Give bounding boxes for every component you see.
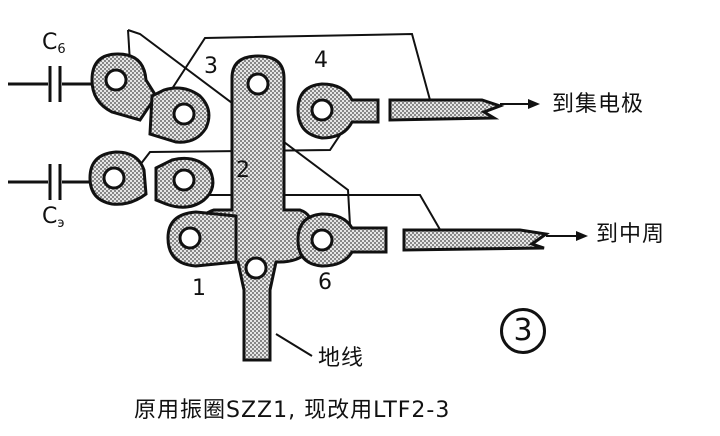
pin-1-label: 1 [192,276,206,301]
pin-3-label: 3 [204,54,218,79]
if-lead [402,228,588,252]
pin-4-label: 4 [314,48,328,73]
capacitor-c9-symbol [8,164,98,200]
pin-6-pad [296,212,388,268]
pin-3-pad [148,86,211,144]
capacitor-c9-label: Cэ [42,204,65,231]
pin-2-pad [244,72,270,280]
ground-label: 地线 [318,346,365,371]
collector-lead [388,98,540,122]
c9-pad [88,150,148,206]
capacitor-c6-label: C6 [42,30,66,57]
inner-lower-pad [154,156,215,209]
c6-pad [90,52,158,122]
if-destination-label: 到中周 [596,222,666,247]
pin-4-pad [296,82,380,140]
ground-strip [198,54,314,362]
figure-caption: 原用振圈SZZ1, 现改用LTF2-3 [134,398,451,423]
pin-1-pad [166,210,238,268]
capacitor-c6-symbol [8,66,98,102]
ground-pointer [275,333,313,357]
collector-destination-label: 到集电极 [552,92,645,117]
pin-6-label: 6 [318,270,332,295]
pin-2-label: 2 [236,158,250,183]
figure-number: 3 [500,308,546,354]
